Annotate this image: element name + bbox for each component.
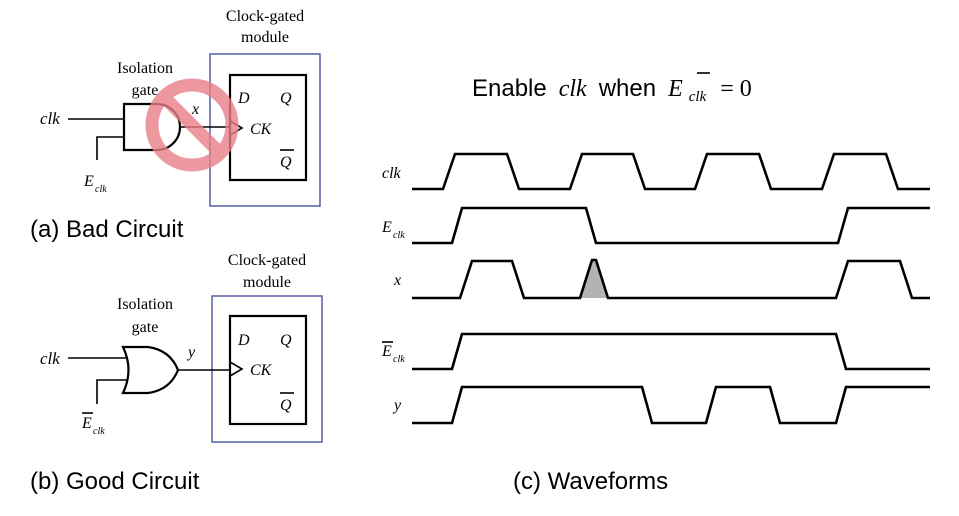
title-enable: E bbox=[667, 76, 683, 102]
clock-gated-module-frame bbox=[211, 295, 323, 443]
signal-label-x: x bbox=[393, 272, 401, 289]
enable-bar-input-wire bbox=[96, 379, 128, 404]
signal-label-clk: clk bbox=[382, 165, 402, 182]
title-equals: = 0 bbox=[720, 76, 752, 102]
clk-input-label: clk bbox=[40, 349, 60, 368]
enable-input-wire bbox=[96, 136, 124, 160]
caption-b: (b) Good Circuit bbox=[30, 468, 200, 495]
caption-a: (a) Bad Circuit bbox=[30, 216, 184, 243]
enable-bar-input-label: E bbox=[81, 415, 92, 432]
waveform-x bbox=[412, 258, 930, 300]
gate-label-line1: Isolation bbox=[117, 60, 173, 77]
panel-b-good-circuit: Clock-gated module D Q CK Q clk E clk Is… bbox=[30, 252, 323, 495]
waveform-clk bbox=[412, 152, 930, 191]
pin-d-label: D bbox=[237, 332, 250, 349]
pin-d-label: D bbox=[237, 90, 250, 107]
wire-label-y: y bbox=[186, 344, 196, 361]
enable-input-label: E bbox=[83, 173, 94, 190]
gate-label-line1: Isolation bbox=[117, 296, 173, 313]
waveform-title: Enable clk when E clk = 0 bbox=[472, 75, 752, 107]
clk-input-label: clk bbox=[40, 109, 60, 128]
no-entry-icon bbox=[145, 78, 239, 172]
gate-label-line2: gate bbox=[132, 319, 159, 336]
pin-ck-label: CK bbox=[250, 121, 273, 138]
title-var: clk bbox=[559, 76, 587, 102]
module-label-line2: module bbox=[241, 29, 289, 46]
title-prefix: Enable bbox=[472, 75, 547, 102]
signal-label-eclk-bar: E bbox=[381, 343, 392, 360]
pin-q-label: Q bbox=[280, 332, 292, 349]
title-when: when bbox=[598, 75, 656, 102]
signal-label-eclk-sub: clk bbox=[393, 230, 405, 241]
gate-label-line2: gate bbox=[132, 82, 159, 99]
panel-a-bad-circuit: Clock-gated module D Q CK Q clk E clk Is… bbox=[30, 8, 321, 243]
pin-qbar-label: Q bbox=[280, 154, 292, 171]
pin-qbar-label: Q bbox=[280, 397, 292, 414]
module-label-line1: Clock-gated bbox=[226, 8, 304, 25]
waveform-eclk-bar bbox=[412, 332, 930, 371]
or-gate-icon bbox=[121, 345, 180, 395]
signal-labels: clk E clk x E clk y bbox=[381, 165, 405, 414]
waveform-y bbox=[412, 385, 930, 425]
clock-gated-module-frame bbox=[209, 53, 321, 207]
waveform-eclk bbox=[412, 206, 930, 245]
enable-bar-input-subscript: clk bbox=[93, 426, 105, 437]
pin-q-label: Q bbox=[280, 90, 292, 107]
module-label-line2: module bbox=[243, 274, 291, 291]
signal-label-eclk-bar-sub: clk bbox=[393, 354, 405, 365]
flip-flop-box bbox=[228, 314, 308, 426]
glitch-highlight bbox=[580, 260, 608, 298]
wire-label-x: x bbox=[191, 101, 199, 118]
signal-label-y: y bbox=[392, 397, 402, 414]
panel-c-waveforms: Enable clk when E clk = 0 clk E clk x E … bbox=[381, 72, 930, 495]
title-enable-sub: clk bbox=[689, 89, 707, 105]
signal-label-eclk: E bbox=[381, 219, 392, 236]
enable-input-subscript: clk bbox=[95, 184, 107, 195]
caption-c: (c) Waveforms bbox=[513, 468, 668, 495]
module-label-line1: Clock-gated bbox=[228, 252, 306, 269]
pin-ck-label: CK bbox=[250, 362, 273, 379]
clock-input-triangle-icon bbox=[229, 361, 244, 377]
